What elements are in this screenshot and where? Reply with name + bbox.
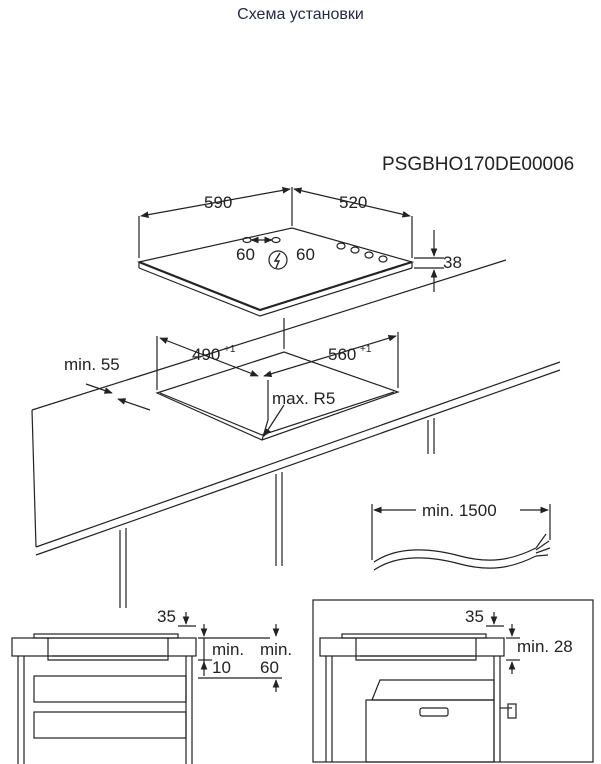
section-left-clearance2-label: min. bbox=[260, 640, 292, 659]
burner-gap-left-label: 60 bbox=[236, 245, 255, 264]
model-code: PSGBHO170DE00006 bbox=[382, 154, 574, 175]
cutout-width-tolerance: +1 bbox=[224, 344, 236, 355]
cutout-dimensions bbox=[85, 318, 399, 437]
hob-height-label: 38 bbox=[443, 253, 462, 272]
cutout-width-label: 490 bbox=[192, 345, 220, 364]
hob-dimensions bbox=[138, 187, 444, 292]
section-right-clearance-label: min. 28 bbox=[517, 637, 573, 656]
front-distance-label: min. 55 bbox=[64, 355, 120, 374]
section-right-edge-label: 35 bbox=[465, 607, 484, 626]
section-left-drawing bbox=[11, 612, 282, 764]
section-left-clearance1-value: 10 bbox=[212, 658, 231, 677]
page-title: Схема установки bbox=[237, 6, 364, 23]
hob-depth-label: 520 bbox=[339, 193, 367, 212]
cutout-depth-tolerance: +1 bbox=[360, 344, 372, 355]
section-left-edge-label: 35 bbox=[157, 607, 176, 626]
section-left-clearance2-value: 60 bbox=[260, 658, 279, 677]
cable-drawing bbox=[371, 504, 551, 571]
control-knobs bbox=[336, 242, 388, 263]
corner-radius-label: max. R5 bbox=[272, 389, 335, 408]
worktop-drawing bbox=[31, 259, 561, 608]
cutout-depth-label: 560 bbox=[328, 345, 356, 364]
cable-length-label: min. 1500 bbox=[422, 501, 497, 520]
section-right-drawing bbox=[312, 599, 594, 763]
burner-gap-right-label: 60 bbox=[296, 245, 315, 264]
hob-width-label: 590 bbox=[204, 193, 232, 212]
electric-warning-icon bbox=[268, 250, 288, 270]
section-left-clearance1-label: min. bbox=[212, 640, 244, 659]
hob-drawing bbox=[136, 227, 415, 317]
